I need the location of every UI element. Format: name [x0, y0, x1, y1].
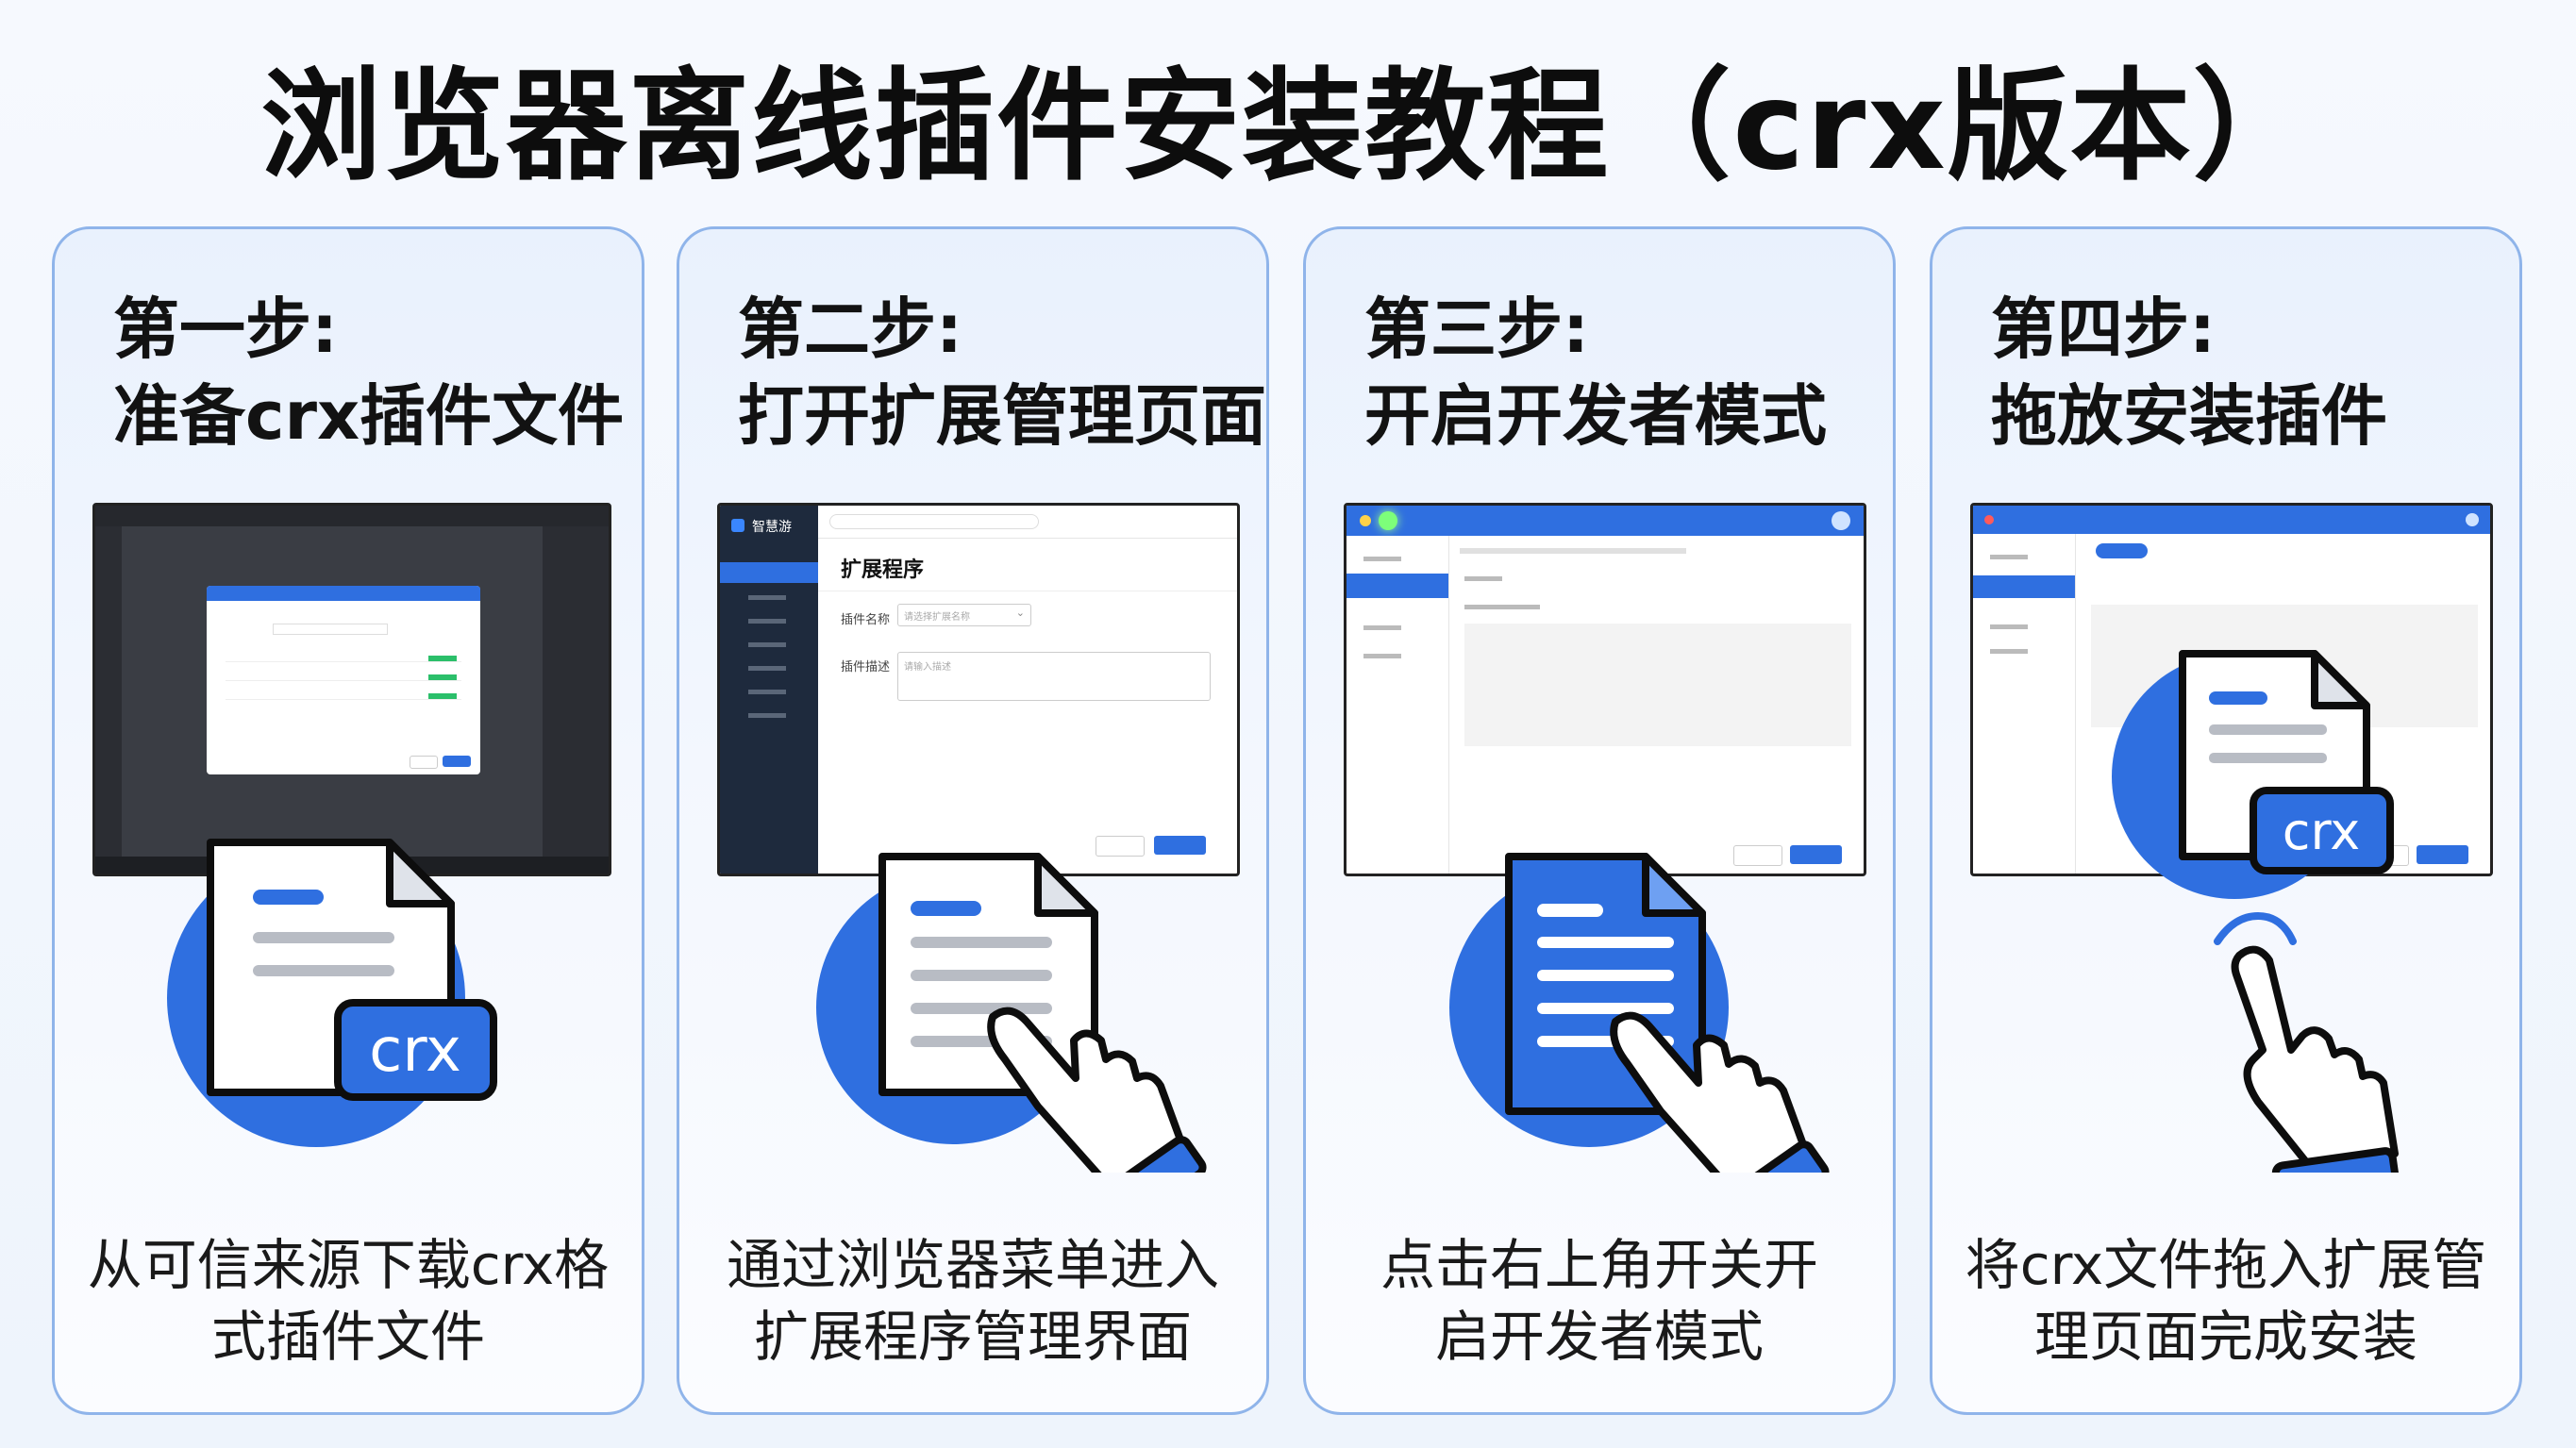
desc-line: 点击右上角开关开	[1380, 1233, 1818, 1297]
editor-screenshot	[92, 503, 611, 876]
step-description: 点击右上角开关开 启开发者模式	[1306, 1229, 1893, 1373]
browser-titlebar	[1347, 506, 1864, 536]
step-description: 将crx文件拖入扩展管 理页面完成安装	[1932, 1229, 2519, 1373]
field-label: 插件名称	[841, 613, 891, 627]
step-card-1: 第一步: 准备crx插件文件 crx 从可信来源下载crx格 式插	[52, 226, 644, 1415]
desc-line: 扩展程序管理界面	[753, 1305, 1192, 1369]
search-input[interactable]	[829, 514, 1039, 529]
browser-titlebar	[1973, 506, 2490, 534]
cancel-button[interactable]	[2360, 845, 2409, 866]
app-name: 智慧游	[752, 520, 792, 535]
step-heading: 拖放安装插件	[1991, 377, 2387, 455]
confirm-button[interactable]	[1790, 845, 1842, 864]
drop-target-screenshot	[1970, 503, 2493, 876]
developer-mode-toggle[interactable]	[1379, 511, 1397, 530]
crx-badge: crx	[369, 1016, 461, 1086]
field-label: 插件描述	[841, 660, 891, 674]
sidebar-item-active[interactable]	[1973, 575, 2075, 598]
confirm-button[interactable]	[1154, 836, 1206, 855]
dialog-window	[207, 586, 480, 774]
chevron-down-icon: ⌄	[1015, 607, 1025, 619]
avatar[interactable]	[2466, 513, 2479, 526]
app-logo-icon	[731, 519, 744, 532]
step-heading: 开启开发者模式	[1364, 377, 1827, 455]
sidebar-item-active[interactable]	[1347, 574, 1448, 598]
desc-line: 理页面完成安装	[2033, 1305, 2417, 1369]
confirm-button[interactable]	[2417, 845, 2468, 864]
step-description: 通过浏览器菜单进入 扩展程序管理界面	[679, 1229, 1266, 1373]
step-description: 从可信来源下载crx格 式插件文件	[55, 1229, 642, 1373]
page-heading: 扩展程序	[841, 558, 925, 582]
extensions-page-screenshot: 智慧游 扩展程序 插件名称 请选择扩展名称 ⌄ 插件描述 请输入描述	[717, 503, 1240, 876]
desc-line: 从可信来源下载crx格	[87, 1233, 610, 1297]
step-label: 第四步:	[1991, 291, 2216, 368]
cancel-button[interactable]	[1733, 845, 1782, 866]
desc-line: 启开发者模式	[1434, 1305, 1764, 1369]
step-label: 第一步:	[113, 291, 338, 368]
extension-select[interactable]: 请选择扩展名称 ⌄	[897, 604, 1031, 626]
step-heading: 打开扩展管理页面	[738, 377, 1266, 455]
developer-mode-screenshot	[1344, 503, 1866, 876]
step-card-3: 第三步: 开启开发者模式	[1303, 226, 1896, 1415]
page-title: 浏览器离线插件安装教程（crx版本）	[260, 57, 2316, 197]
drop-zone[interactable]	[2091, 605, 2478, 727]
description-field[interactable]: 请输入描述	[897, 652, 1211, 701]
step-card-2: 第二步: 打开扩展管理页面 智慧游 扩展程序 插件名称 请选择扩展名称 ⌄ 插件…	[677, 226, 1269, 1415]
cancel-button[interactable]	[1096, 836, 1145, 857]
avatar[interactable]	[1832, 511, 1850, 530]
step-label: 第二步:	[738, 291, 962, 368]
step-label: 第三步:	[1364, 291, 1589, 368]
desc-line: 式插件文件	[210, 1305, 485, 1369]
step-heading: 准备crx插件文件	[113, 377, 625, 455]
desc-line: 将crx文件拖入扩展管	[1965, 1233, 2487, 1297]
desc-line: 通过浏览器菜单进入	[726, 1233, 1219, 1297]
step-card-4: 第四步: 拖放安装插件 crx 将crx文件拖入扩展	[1930, 226, 2522, 1415]
sidebar: 智慧游	[720, 506, 818, 874]
sidebar-item-active[interactable]	[720, 562, 818, 583]
